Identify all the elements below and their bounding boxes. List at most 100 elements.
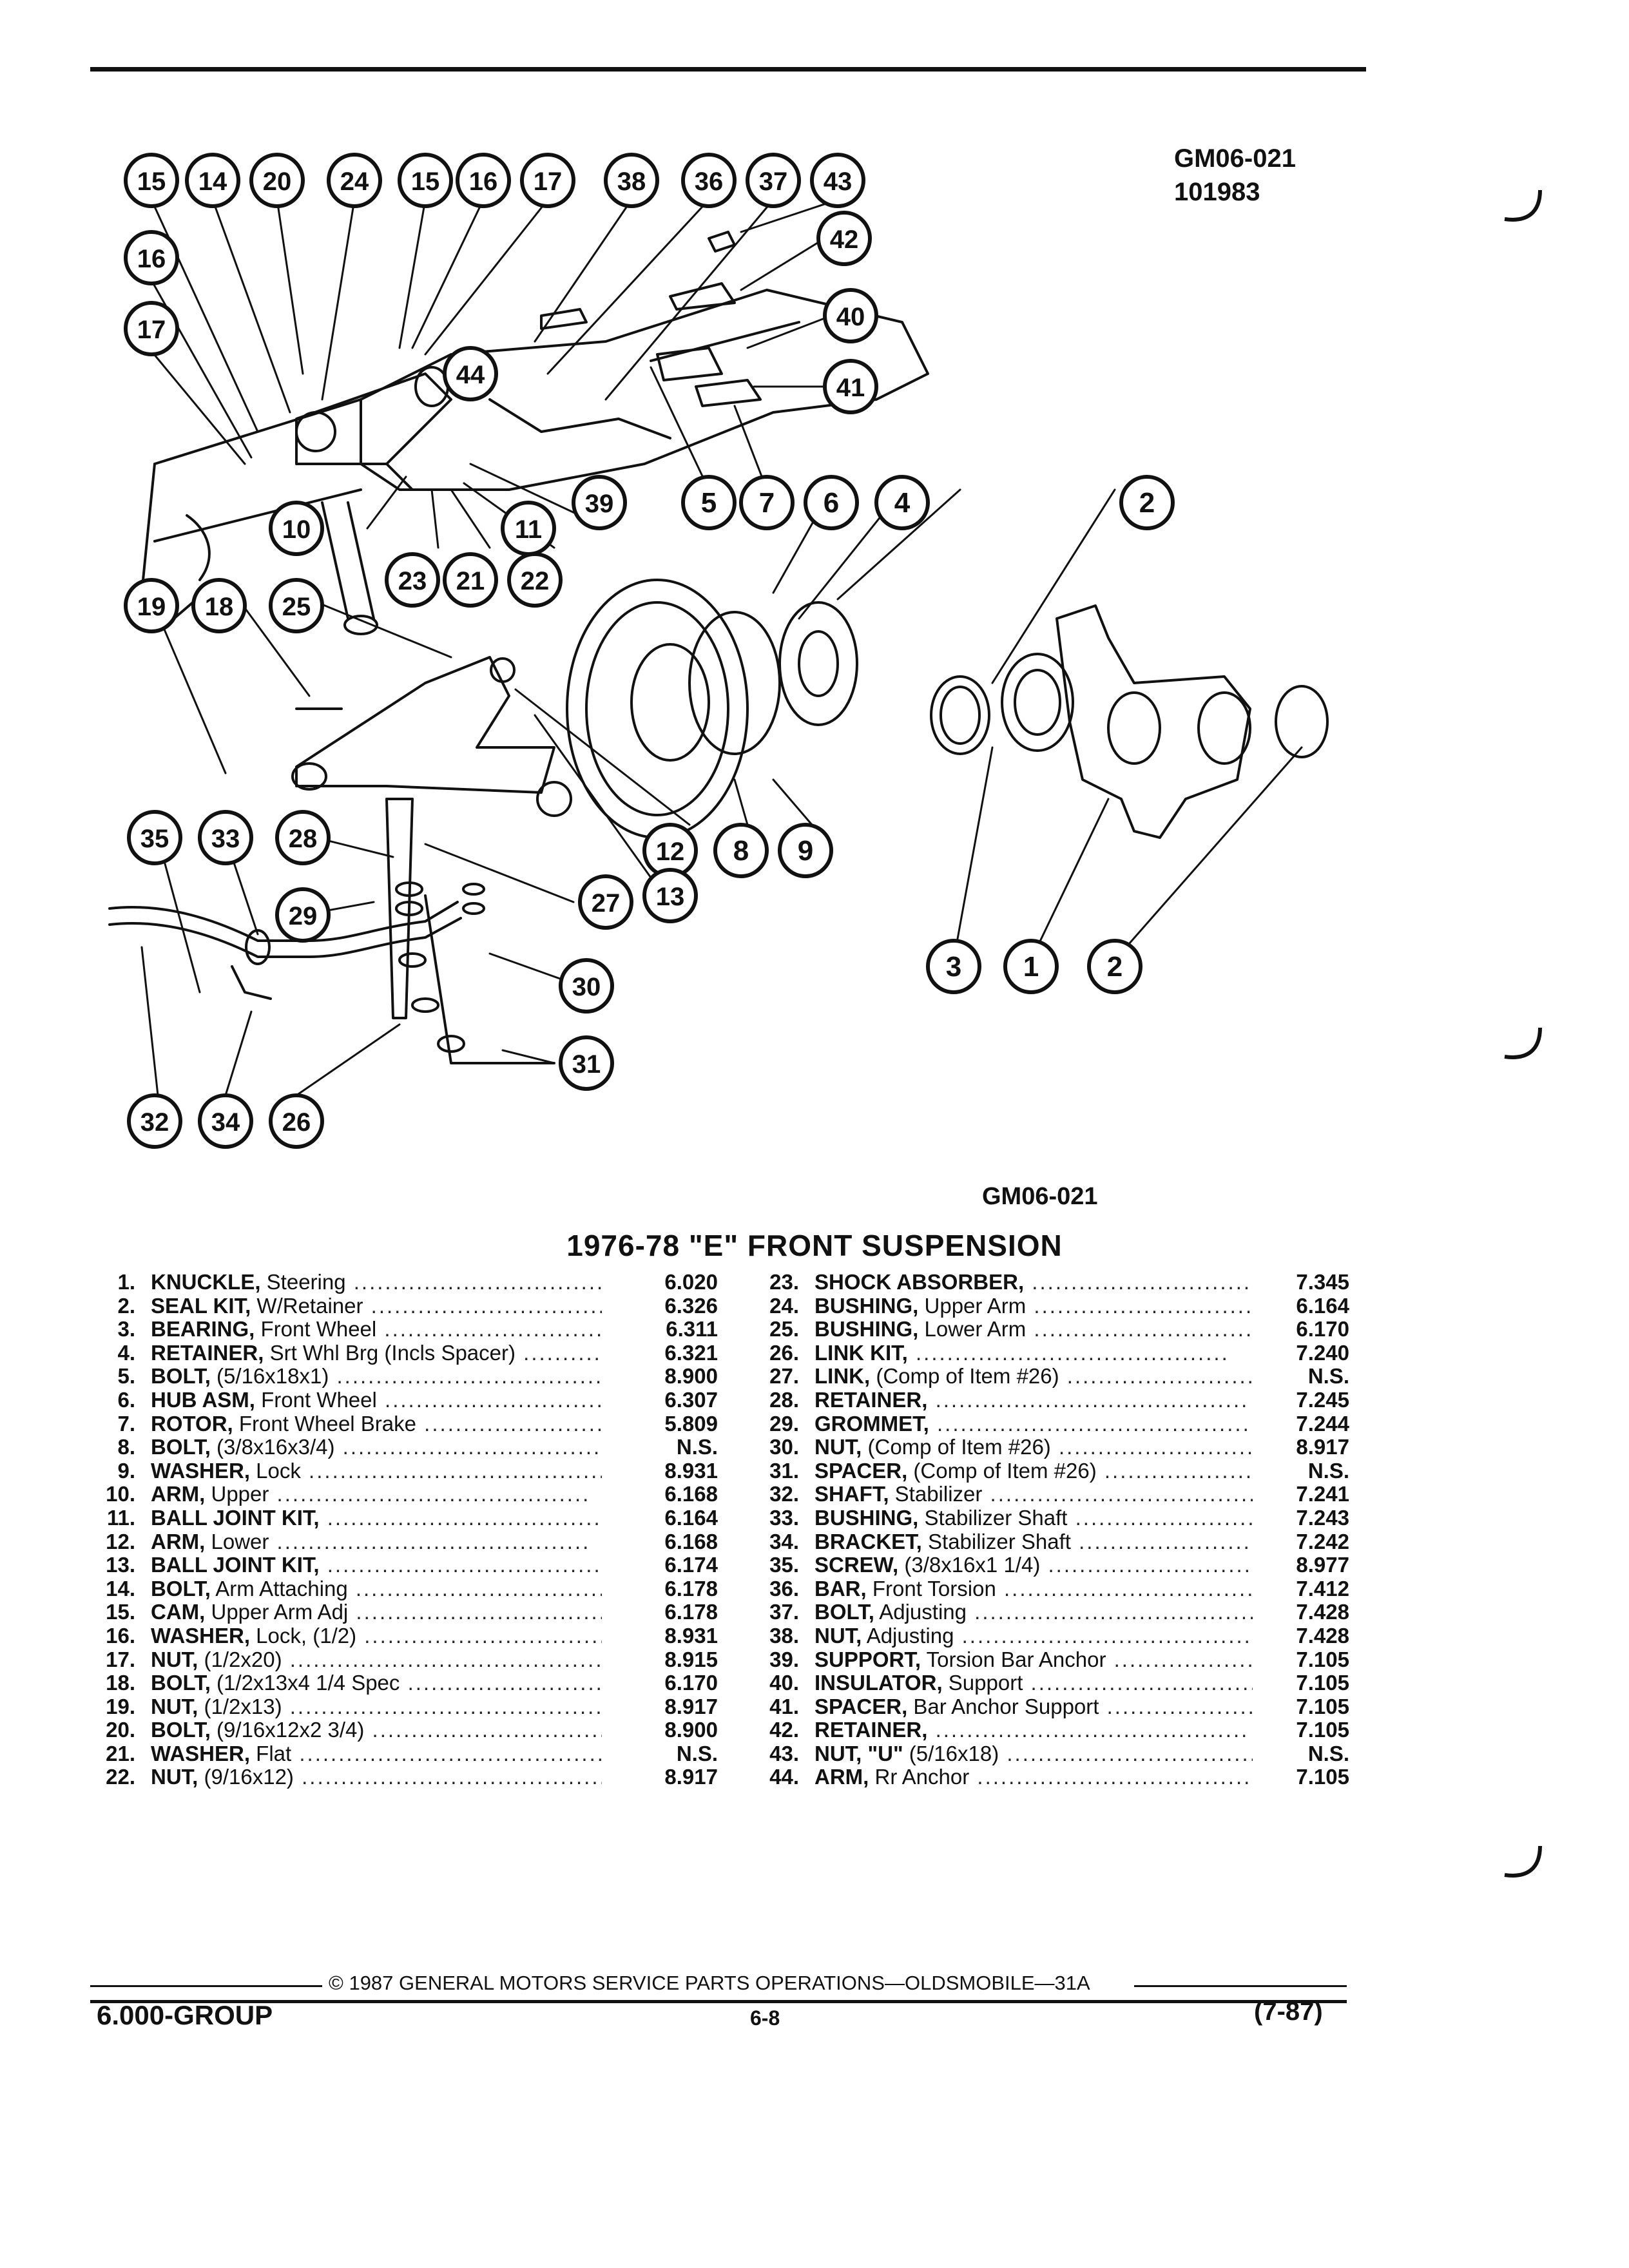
part-description: BOLT, (1/2x13x4 1/4 Spec ...............… <box>151 1671 602 1695</box>
part-name: SPACER, <box>815 1459 908 1483</box>
callout-label: 16 <box>469 168 498 196</box>
parts-list-row: 30.NUT, (Comp of Item #26) .............… <box>760 1436 1371 1459</box>
parts-list-row: 7.ROTOR, Front Wheel Brake .............… <box>90 1412 747 1436</box>
part-group-code: N.S. <box>676 1741 718 1765</box>
dot-leader: ........................................ <box>282 1648 602 1671</box>
part-name: WASHER, <box>151 1624 251 1648</box>
callout-43: 43 <box>810 153 865 208</box>
callout-label: 33 <box>211 825 240 853</box>
parts-list-row: 32.SHAFT, Stabilizer ...................… <box>760 1483 1371 1506</box>
callout-28: 28 <box>275 810 331 865</box>
part-description: ARM, Upper .............................… <box>151 1483 602 1506</box>
callout-label: 1 <box>1023 951 1039 983</box>
dot-leader: ........................................ <box>954 1624 1253 1648</box>
part-group-code: 6.174 <box>664 1553 718 1577</box>
dot-leader: ........................................ <box>364 1624 602 1648</box>
parts-list-row: 1.KNUCKLE, Steering ....................… <box>90 1270 747 1294</box>
parts-list-row: 35.SCREW, (3/8x16x1 1/4) ...............… <box>760 1553 1371 1577</box>
part-name: SPACER, <box>815 1695 908 1718</box>
parts-list-row: 19.NUT, (1/2x13) .......................… <box>90 1695 747 1719</box>
part-number: 41. <box>769 1694 799 1718</box>
part-description: SUPPORT, Torsion Bar Anchor ............… <box>815 1648 1253 1672</box>
part-name: ARM, <box>151 1530 206 1553</box>
part-description: ARM, Lower .............................… <box>151 1530 602 1554</box>
part-number: 15. <box>106 1600 135 1624</box>
callout-7: 7 <box>739 475 795 530</box>
part-detail: (1/2x13x4 1/4 Spec <box>210 1671 400 1695</box>
part-group-code: 6.321 <box>664 1340 718 1365</box>
parts-list-row: 27.LINK, (Comp of Item #26) ............… <box>760 1365 1371 1389</box>
figure-caption-code: GM06-021 <box>982 1183 1098 1210</box>
parts-list-row: 3.BEARING, Front Wheel .................… <box>90 1318 747 1341</box>
part-description: NUT, Adjusting .........................… <box>815 1624 1253 1648</box>
part-number: 20. <box>106 1718 135 1742</box>
part-name: BOLT, <box>151 1577 211 1600</box>
group-label: 6.000-GROUP <box>97 2000 273 2030</box>
part-number: 28. <box>769 1387 799 1412</box>
dot-leader: ........................................ <box>1066 1365 1253 1389</box>
part-group-code: 8.931 <box>664 1623 718 1648</box>
part-name: LINK KIT, <box>815 1341 908 1365</box>
part-description: BUSHING, Lower Arm .....................… <box>815 1318 1253 1341</box>
part-description: BALL JOINT KIT, ........................… <box>151 1506 602 1530</box>
callout-label: 13 <box>656 883 685 911</box>
part-description: ROTOR, Front Wheel Brake ...............… <box>151 1412 602 1436</box>
page-number: 6-8 <box>750 2006 780 2030</box>
callout-label: 14 <box>198 168 227 196</box>
part-description: BALL JOINT KIT, ........................… <box>151 1553 602 1577</box>
part-group-code: 6.164 <box>664 1505 718 1530</box>
parts-list-right: 23.SHOCK ABSORBER, .....................… <box>760 1270 1371 1789</box>
part-number: 31. <box>769 1458 799 1483</box>
part-group-code: N.S. <box>1307 1741 1349 1765</box>
parts-list-row: 4.RETAINER, Srt Whl Brg (Incls Spacer) .… <box>90 1341 747 1365</box>
stabilizer-shaft-drawing <box>108 901 462 1000</box>
part-group-code: 7.105 <box>1296 1694 1349 1718</box>
callout-label: 9 <box>798 835 813 867</box>
dot-leader: ........................................ <box>1113 1648 1253 1671</box>
dot-leader: ........................................ <box>300 1459 602 1483</box>
outer-seal-drawing <box>1275 685 1329 758</box>
parts-list-row: 26.LINK KIT, ...........................… <box>760 1341 1371 1365</box>
callout-24: 24 <box>327 153 382 208</box>
parts-list-row: 11.BALL JOINT KIT, .....................… <box>90 1506 747 1530</box>
part-detail: Front Torsion <box>866 1577 996 1600</box>
part-name: SUPPORT, <box>815 1648 921 1671</box>
callout-11: 11 <box>501 501 556 556</box>
callout-30: 30 <box>559 958 614 1014</box>
callout-4: 4 <box>874 475 930 530</box>
footer-rule-left <box>90 1985 322 1987</box>
dot-leader: ........................................ <box>927 1718 1249 1742</box>
part-name: CAM, <box>151 1600 206 1624</box>
part-description: BOLT, Arm Attaching ....................… <box>151 1577 602 1601</box>
parts-list-row: 25.BUSHING, Lower Arm ..................… <box>760 1318 1371 1341</box>
parts-list-row: 5.BOLT, (5/16x18x1) ....................… <box>90 1365 747 1389</box>
dot-leader: ........................................ <box>1030 1671 1253 1695</box>
footer-copyright: © 1987 GENERAL MOTORS SERVICE PARTS OPER… <box>329 1972 1090 1994</box>
part-group-code: 7.428 <box>1296 1600 1349 1624</box>
dot-leader: ........................................ <box>1079 1530 1253 1553</box>
callout-label: 34 <box>211 1108 240 1137</box>
dot-leader: ........................................ <box>336 1365 602 1389</box>
parts-list-row: 16.WASHER, Lock, (1/2) .................… <box>90 1624 747 1648</box>
callout-label: 29 <box>289 902 318 930</box>
part-number: 3. <box>117 1317 135 1341</box>
callout-21: 21 <box>443 552 498 608</box>
part-group-code: 7.105 <box>1296 1647 1349 1671</box>
dot-leader: ........................................ <box>1034 1294 1253 1318</box>
section-title: 1976-78 "E" FRONT SUSPENSION <box>566 1229 1063 1262</box>
part-number: 27. <box>769 1364 799 1389</box>
callout-label: 44 <box>456 361 485 389</box>
part-detail: Flat <box>250 1742 292 1765</box>
part-description: WASHER, Lock, (1/2) ....................… <box>151 1624 602 1648</box>
dot-leader: ........................................ <box>1104 1459 1253 1483</box>
part-detail: Upper <box>205 1483 269 1506</box>
parts-list-row: 6.HUB ASM, Front Wheel .................… <box>90 1388 747 1412</box>
callout-label: 17 <box>534 168 563 196</box>
part-group-code: 7.428 <box>1296 1623 1349 1648</box>
part-detail: Arm Attaching <box>210 1577 348 1600</box>
part-detail: Bar Anchor Support <box>907 1695 1099 1718</box>
part-group-code: 6.178 <box>664 1600 718 1624</box>
part-detail: Adjusting <box>874 1600 967 1624</box>
callout-19: 19 <box>124 578 179 633</box>
part-name: RETAINER, <box>815 1388 928 1412</box>
